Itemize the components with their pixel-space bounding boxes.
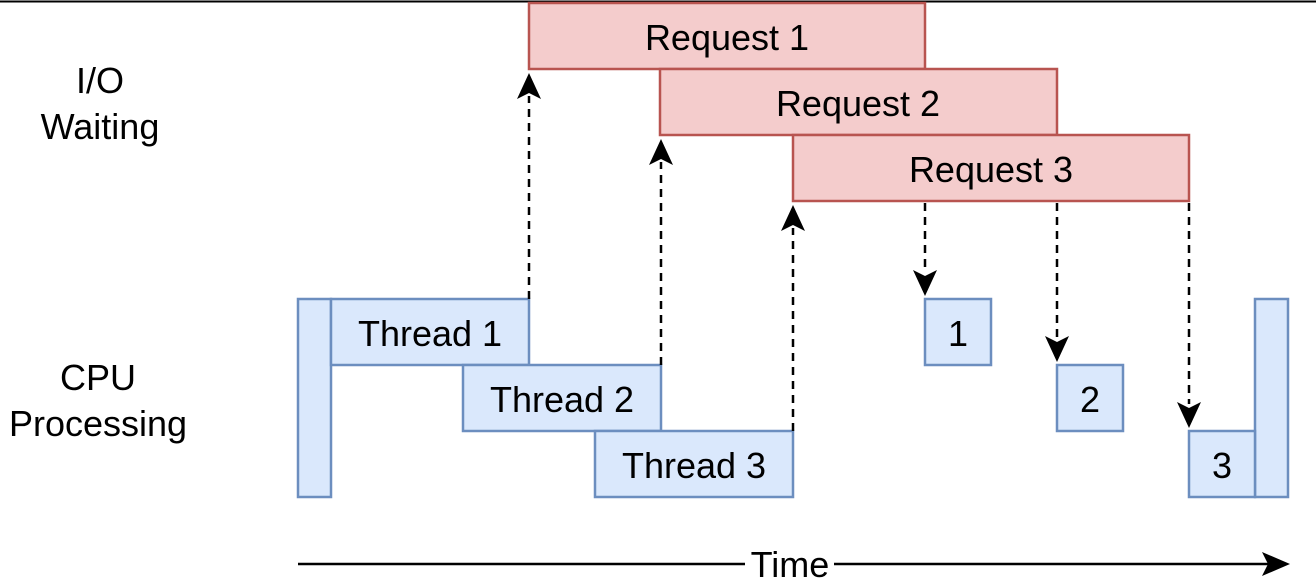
arrow-request1-to-completion1	[913, 203, 937, 296]
time-axis: Time	[298, 544, 1290, 585]
thread-1-box: Thread 1	[329, 297, 531, 367]
cpu-lane-label-line2: Processing	[9, 403, 187, 444]
request-1-box: Request 1	[527, 1, 927, 71]
completion-3-label: 3	[1212, 445, 1232, 486]
request-2-box: Request 2	[658, 67, 1059, 137]
request-2-label: Request 2	[776, 83, 940, 124]
request-1-label: Request 1	[645, 17, 809, 58]
completion-3-box: 3	[1187, 429, 1257, 499]
completion-1-box: 1	[923, 297, 993, 367]
request-3-box: Request 3	[791, 133, 1191, 203]
arrow-thread1-to-request1	[517, 73, 541, 299]
arrow-thread3-to-request3	[781, 205, 805, 431]
arrow-thread2-to-request2	[649, 139, 673, 365]
thread-2-label: Thread 2	[490, 379, 634, 420]
request-3-label: Request 3	[909, 149, 1073, 190]
completion-1-label: 1	[948, 313, 968, 354]
thread-3-box: Thread 3	[593, 429, 795, 499]
time-axis-arrowhead	[1262, 552, 1290, 576]
cpu-end-bar	[1253, 297, 1290, 499]
thread-2-box: Thread 2	[461, 363, 663, 433]
time-axis-label: Time	[751, 544, 830, 585]
io-lane-label-line1: I/O	[76, 60, 124, 101]
arrow-request3-to-completion3	[1177, 203, 1201, 428]
completion-2-box: 2	[1055, 363, 1125, 433]
cpu-start-bar	[296, 297, 333, 499]
cpu-lane-label-line1: CPU	[60, 357, 136, 398]
io-lane-label-line2: Waiting	[41, 106, 160, 147]
completion-2-label: 2	[1080, 379, 1100, 420]
arrow-request2-to-completion2	[1045, 203, 1069, 362]
thread-1-label: Thread 1	[358, 313, 502, 354]
thread-3-label: Thread 3	[622, 445, 766, 486]
